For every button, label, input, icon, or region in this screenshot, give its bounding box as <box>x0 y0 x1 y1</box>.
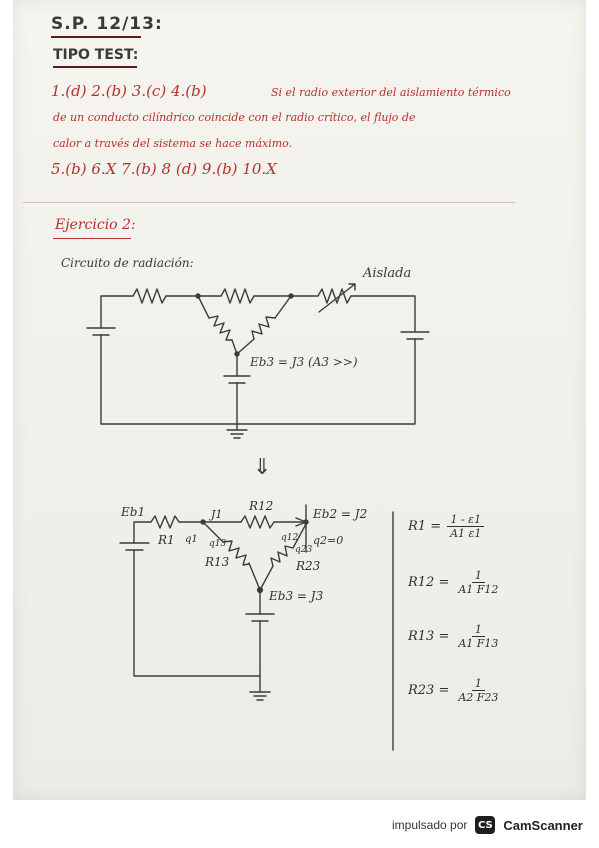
formula-r12-numerator: 1 <box>471 569 485 583</box>
answer-4-note-line-2: de un conducto cilíndrico coincide con e… <box>53 111 416 124</box>
r13-label: R13 <box>204 555 230 569</box>
q2-label: q2=0 <box>313 534 343 547</box>
header-code-underline <box>51 36 141 38</box>
scanner-footer: impulsado por CS CamScanner <box>392 816 583 834</box>
resistor-r23-top <box>251 316 276 340</box>
header-code: S.P. 12/13: <box>51 14 163 34</box>
resistor-r12 <box>240 515 275 529</box>
formula-r13: R13 = 1 A1 F13 <box>408 623 501 650</box>
camscanner-name: CamScanner <box>503 817 583 833</box>
formula-r13-numerator: 1 <box>471 623 485 637</box>
eb1-wire-up <box>133 521 152 544</box>
triangle-right-leg-end <box>236 338 255 355</box>
eb1-battery <box>119 542 150 551</box>
formula-r1-denominator: A1 ε1 <box>450 527 482 540</box>
answer-4-note-line-1: Si el radio exterior del aislamiento tér… <box>271 86 511 99</box>
j1-label: J1 <box>209 508 222 521</box>
eb1-label: Eb1 <box>120 505 145 519</box>
q1-label: q1 <box>185 534 198 545</box>
insulated-surface-label: Aislada <box>363 266 412 281</box>
top-right-battery <box>400 331 430 340</box>
header-type-underline <box>53 66 137 68</box>
exercise-title-underline <box>53 238 131 239</box>
transform-arrow: ⇓ <box>253 455 271 480</box>
top-node-2 <box>288 293 294 299</box>
node2-to-r23 <box>292 523 307 549</box>
bottom-node-j1 <box>200 519 206 525</box>
section-separator <box>23 202 515 203</box>
formula-r12-denominator: A1 F12 <box>458 583 499 596</box>
formula-r12: R12 = 1 A1 F12 <box>408 569 501 596</box>
top-node-1 <box>195 293 201 299</box>
answer-4-note-line-3: calor a través del sistema se hace máxim… <box>53 137 293 150</box>
q23-label: q23 <box>295 545 312 555</box>
bottom-loop <box>133 549 261 677</box>
formula-r12-lhs: R12 = <box>408 575 450 590</box>
bottom-ground <box>249 691 271 701</box>
formula-r1: R1 = 1 - ε1 A1 ε1 <box>408 513 485 540</box>
triangle-left-leg <box>197 295 210 319</box>
exercise-title: Ejercicio 2: <box>55 217 136 233</box>
formula-r1-numerator: 1 - ε1 <box>447 513 485 527</box>
top-circuit <box>86 283 430 439</box>
top-left-wire <box>100 295 134 329</box>
resistor-arrow-top <box>318 283 356 313</box>
header-type: TIPO TEST: <box>53 47 139 63</box>
formula-r13-denominator: A1 F13 <box>458 637 499 650</box>
formula-r12-fraction: 1 A1 F12 <box>455 569 501 596</box>
node-3-label-top: Eb3 = J3 (A3 >>) <box>250 355 358 369</box>
formula-r13-lhs: R13 = <box>408 629 450 644</box>
formula-r23: R23 = 1 A2 F23 <box>408 677 501 704</box>
formula-r23-numerator: 1 <box>471 677 485 691</box>
resistor-insulated-top <box>317 288 352 304</box>
node3-battery <box>245 613 275 622</box>
r13-to-node3 <box>248 562 261 591</box>
radiation-circuit-diagrams: ⇓ Eb1 J1 R12 Eb2 = J2 R1 q1 q13 q12 q23 … <box>86 283 430 751</box>
answers-row-1: 1.(d) 2.(b) 3.(c) 4.(b) <box>51 82 207 100</box>
r23-label: R23 <box>295 559 321 573</box>
top-left-battery-wire <box>100 334 416 425</box>
formula-r13-fraction: 1 A1 F13 <box>455 623 501 650</box>
j1-to-r13 <box>202 521 224 543</box>
resistor-r13-top <box>208 315 233 341</box>
resistor-r13 <box>222 540 250 566</box>
formula-r23-fraction: 1 A2 F23 <box>455 677 501 704</box>
resistor-r23 <box>270 545 294 567</box>
r12-label: R12 <box>248 499 273 513</box>
answers-row-2: 5.(b) 6.X 7.(b) 8 (d) 9.(b) 10.X <box>51 160 277 178</box>
resistor-r1-top <box>132 288 167 304</box>
formula-r23-lhs: R23 = <box>408 683 450 698</box>
triangle-right-leg <box>274 295 292 319</box>
powered-by-text: impulsado por <box>392 818 468 832</box>
bottom-node-2 <box>303 519 309 525</box>
r23-to-node3 <box>259 565 274 591</box>
q13-label: q13 <box>209 539 226 549</box>
bottom-node-3 <box>256 586 264 594</box>
resistor-r12-top <box>220 288 255 304</box>
top-node-3 <box>234 351 240 357</box>
scanned-paper: S.P. 12/13: TIPO TEST: 1.(d) 2.(b) 3.(c)… <box>13 0 586 800</box>
resistor-r1 <box>150 515 180 529</box>
eb2-label: Eb2 = J2 <box>312 507 367 521</box>
q12-label: q12 <box>281 533 298 543</box>
r1-label: R1 <box>157 533 175 547</box>
node3-battery <box>223 375 251 384</box>
top-left-battery <box>86 327 116 336</box>
bottom-circuit <box>119 504 394 751</box>
eb3-bottom-label: Eb3 = J3 <box>268 589 324 603</box>
circuit-title: Circuito de radiación: <box>61 256 194 270</box>
formula-r1-lhs: R1 = <box>408 519 442 534</box>
camscanner-logo-icon: CS <box>475 816 496 834</box>
formula-r23-denominator: A2 F23 <box>458 691 499 704</box>
top-right-wire <box>350 295 416 333</box>
top-ground <box>226 429 248 439</box>
formula-r1-fraction: 1 - ε1 A1 ε1 <box>447 513 485 540</box>
